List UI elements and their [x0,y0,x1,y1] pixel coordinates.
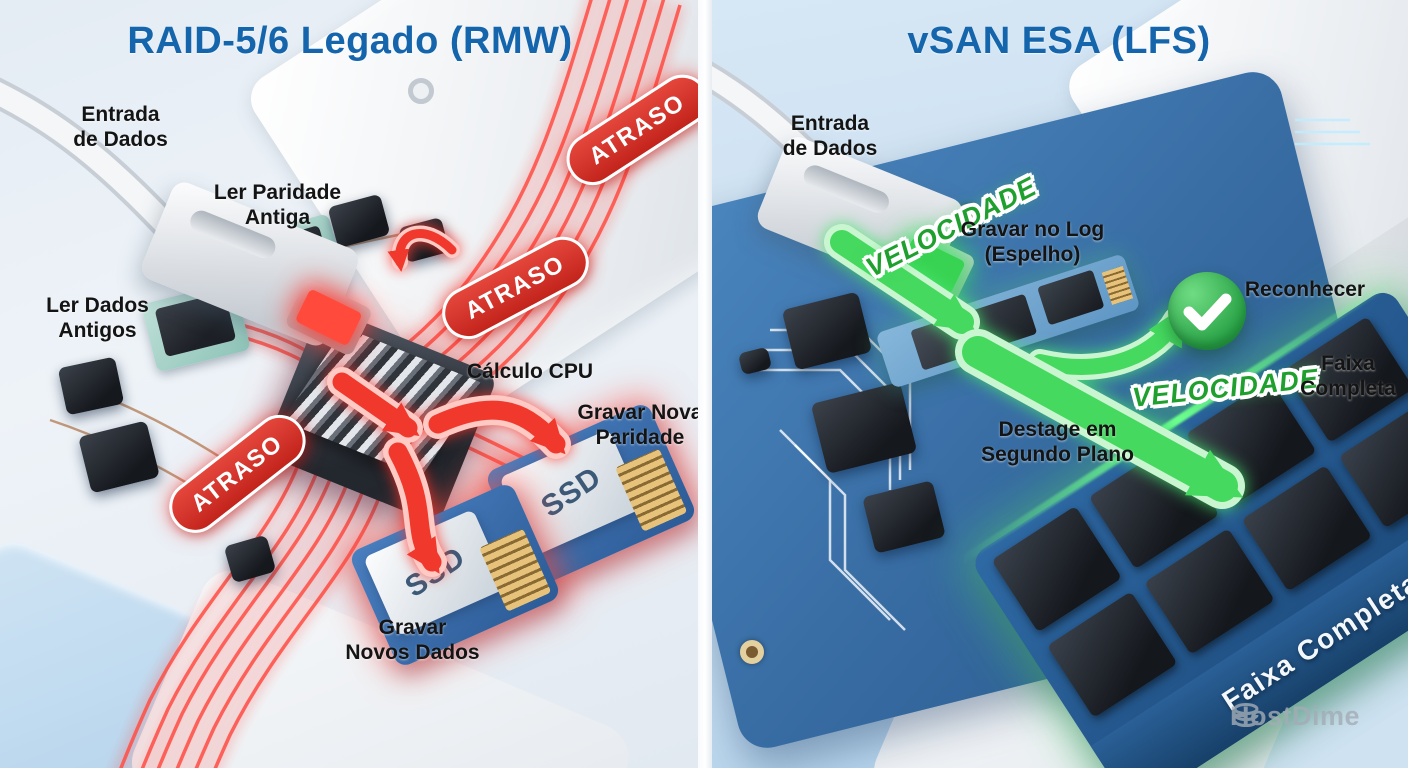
small-chip-decoration [223,534,277,584]
left-panel-title: RAID-5/6 Legado (RMW) [127,20,573,62]
controller-chip [1037,269,1105,326]
hostdime-logo-icon [1233,703,1259,727]
small-chip-decoration [57,356,125,416]
label-write-to-log: Gravar no Log (Espelho) [960,218,1105,266]
mounting-hole [740,640,764,664]
panel-raid-legacy: SSD SSD [0,0,700,768]
label-background-destage: Destage em Segundo Plano [981,418,1134,466]
right-panel-title: vSAN ESA (LFS) [907,20,1211,62]
camera-dot-decoration [408,78,434,104]
label-read-old-parity: Ler Paridade Antiga [213,181,342,229]
label-acknowledge: Reconhecer [1244,278,1366,301]
gold-contacts [1101,265,1134,306]
gold-contacts [615,448,688,532]
label-write-new-parity: Gravar Nova Paridade [577,401,700,449]
label-read-old-data: Ler Dados Antigos [46,294,149,342]
ssd-label: SSD [399,540,472,605]
label-cpu-calculation: Cálculo CPU [466,360,594,383]
panel-divider [698,0,712,768]
watermark-text: HostDime [1230,700,1361,731]
label-data-input: Entrada de Dados [73,103,168,151]
port-glow [294,288,363,347]
small-chip-decoration [78,420,160,494]
label-write-new-data: Gravar Novos Dados [345,616,480,664]
label-full-stripe: Faixa Completa [1300,352,1396,400]
panel-vsan-esa: Faixa Completa [710,0,1408,768]
connector-slot [800,162,893,217]
label-data-input: Entrada de Dados [782,112,878,160]
delay-badge: ATRASO [158,404,316,544]
ssd-label: SSD [535,460,608,525]
